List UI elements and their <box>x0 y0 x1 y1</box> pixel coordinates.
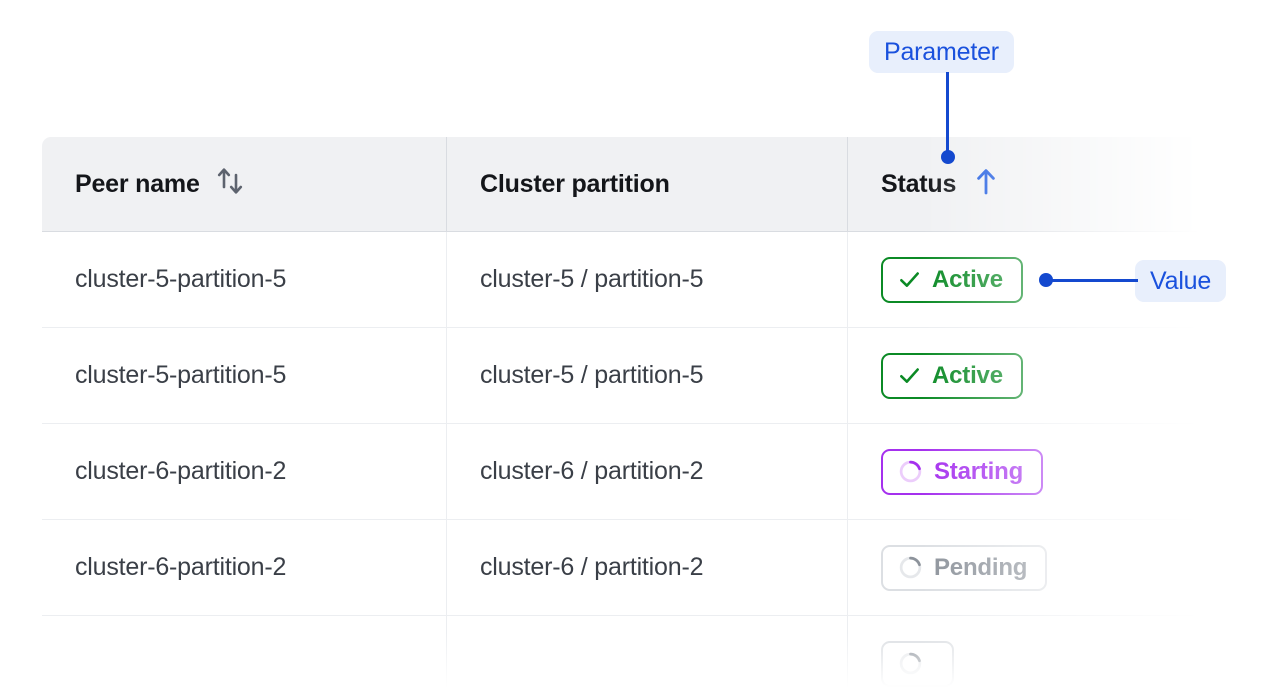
cell-peer-name: cluster-6-partition-2 <box>42 423 447 520</box>
spinner-icon <box>898 555 923 580</box>
status-badge: Active <box>881 352 1023 399</box>
annotation-pill-parameter: Parameter <box>869 31 1014 73</box>
table-body: cluster-5-partition-5 cluster-5 / partit… <box>42 231 1201 688</box>
table-row[interactable]: cluster-6-partition-2 cluster-6 / partit… <box>42 423 1201 520</box>
annotation-connector-value <box>1050 279 1138 282</box>
status-badge: Active <box>881 256 1023 303</box>
annotation-connector-parameter <box>946 72 949 158</box>
cell-status: Pending <box>847 519 1201 616</box>
column-header-status-label: Status <box>881 169 957 198</box>
status-badge-label: Starting <box>934 457 1024 485</box>
cell-peer-name: cluster-5-partition-5 <box>42 327 447 424</box>
sort-updown-icon[interactable] <box>216 165 246 204</box>
column-header-peer-name[interactable]: Peer name <box>42 137 447 232</box>
table-header-row: Peer name Cluster partition <box>42 137 1201 232</box>
peer-table-container: Peer name Cluster partition <box>41 136 1201 688</box>
status-badge-label: Pending <box>934 553 1028 581</box>
spinner-icon <box>898 651 923 676</box>
cell-status: Starting <box>847 423 1201 520</box>
cell-cluster-partition: cluster-5 / partition-5 <box>446 231 848 328</box>
cell-status: Active <box>847 327 1201 424</box>
check-icon <box>898 364 921 387</box>
status-badge <box>881 640 954 687</box>
annotation-pill-value: Value <box>1135 260 1227 302</box>
cell-status <box>847 615 1201 688</box>
cell-peer-name: cluster-6-partition-2 <box>42 519 447 616</box>
cell-peer-name <box>42 615 447 688</box>
cell-peer-name: cluster-5-partition-5 <box>42 231 447 328</box>
peer-table: Peer name Cluster partition <box>41 136 1201 688</box>
cell-cluster-partition: cluster-5 / partition-5 <box>446 327 848 424</box>
table-row[interactable] <box>42 615 1201 688</box>
column-header-status[interactable]: Status <box>847 137 1201 232</box>
cell-cluster-partition: cluster-6 / partition-2 <box>446 423 848 520</box>
table-row[interactable]: cluster-5-partition-5 cluster-5 / partit… <box>42 327 1201 424</box>
column-header-peer-name-label: Peer name <box>75 169 200 198</box>
arrow-up-icon[interactable] <box>972 166 1000 203</box>
table-header: Peer name Cluster partition <box>42 137 1201 232</box>
check-icon <box>898 268 921 291</box>
cell-cluster-partition: cluster-6 / partition-2 <box>446 519 848 616</box>
table-row[interactable]: cluster-5-partition-5 cluster-5 / partit… <box>42 231 1201 328</box>
status-badge-label: Active <box>932 361 1003 389</box>
spinner-icon <box>898 459 923 484</box>
status-badge-label: Active <box>932 265 1003 293</box>
cell-cluster-partition <box>446 615 848 688</box>
annotation-dot-value <box>1039 273 1053 287</box>
annotation-dot-parameter <box>941 150 955 164</box>
table-row[interactable]: cluster-6-partition-2 cluster-6 / partit… <box>42 519 1201 616</box>
column-header-cluster-partition-label: Cluster partition <box>480 169 670 198</box>
status-badge: Pending <box>881 544 1048 591</box>
column-header-cluster-partition[interactable]: Cluster partition <box>446 137 848 232</box>
status-badge: Starting <box>881 448 1044 495</box>
